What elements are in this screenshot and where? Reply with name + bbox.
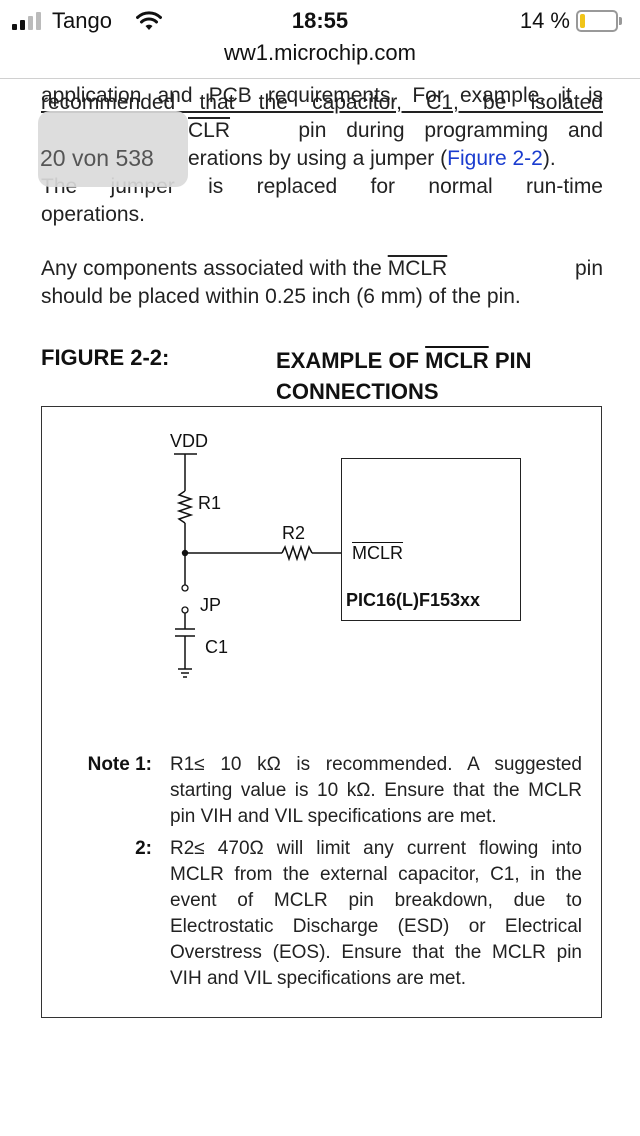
schematic-diagram [174,453,341,678]
jp-label: JP [200,595,222,615]
carrier-name: Tango [52,8,112,33]
c1-label: C1 [205,637,229,657]
r2-label: R2 [282,523,306,543]
doc-line: CLR pin during programming and [188,119,603,142]
battery-percent: 14 % [519,8,570,33]
page-indicator: 20 von 538 [38,111,188,187]
note-item: 2: R2≤ 470Ω will limit any current flowi… [135,838,582,989]
signal-icon [12,10,48,30]
chip-name: PIC16(L)F153xx [346,590,481,610]
junction-dot [181,549,189,557]
pdf-page[interactable]: application and PCB requirements. For ex… [0,79,640,1136]
toolbar-divider [0,78,640,79]
doc-line: operations. [41,203,145,226]
figure-link[interactable]: Figure 2-2 [447,147,543,170]
battery-icon [576,10,622,32]
wifi-icon [136,11,162,30]
figure-box: VDD R1 R2 JP C1 MCLR PIC16(L)F153xx Note… [41,406,602,1018]
address-bar-url[interactable]: ww1.microchip.com [224,40,416,65]
doc-line: recommended that the capacitor, C1, be i… [41,91,603,114]
chip-mclr-pin: MCLR [352,543,404,563]
doc-line: Any components associated with the MCLR … [41,257,603,280]
vdd-label: VDD [170,431,209,451]
mclr-overline-name: CLR [188,119,231,142]
doc-line: application and PCB requirements. For ex… [41,84,603,107]
clock: 18:55 [291,8,349,33]
doc-line: erations by using a jumper (Figure 2-2). [188,147,556,170]
pic-chip: MCLR PIC16(L)F153xx [341,458,521,621]
doc-line: should be placed within 0.25 inch (6 mm)… [41,285,521,308]
figure-label: FIGURE 2-2: [41,345,170,370]
jumper-pin [181,606,189,614]
jumper-pin [181,584,189,592]
status-bar: Tango 18:55 14 % ww1.microchip.com [0,0,640,65]
note-item: Note 1: R1≤ 10 kΩ is recommended. A sugg… [87,754,582,827]
figure-notes: Note 1: R1≤ 10 kΩ is recommended. A sugg… [70,752,582,998]
r1-label: R1 [198,493,222,513]
figure-title: EXAMPLE OF MCLR PIN CONNECTIONS [276,348,532,404]
